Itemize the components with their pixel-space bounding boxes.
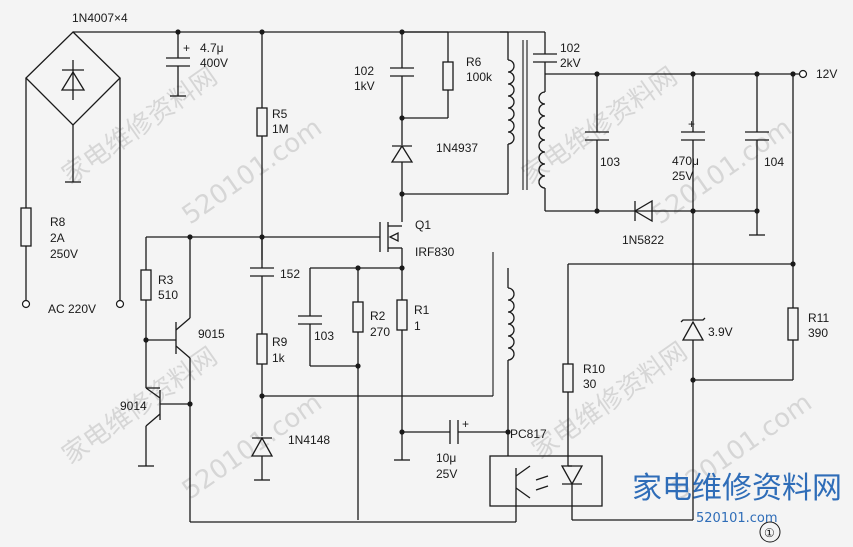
transformer-secondary: 102 2kV [500, 31, 800, 212]
q1-mosfet: Q1 IRF830 [259, 218, 455, 268]
output-12v: 12V [790, 67, 837, 308]
r6-label: R6 [466, 55, 482, 69]
r10-label: R10 [583, 362, 605, 376]
r8-label: R8 [50, 215, 66, 229]
c103a-label: 103 [600, 155, 620, 169]
r10-value: 30 [583, 377, 597, 391]
out12-label: 12V [816, 67, 837, 81]
transformer-primary [500, 31, 528, 194]
brand-text: 家电维修资料网 [632, 471, 842, 506]
watermark-cn-4: 家电维修资料网 [527, 337, 693, 466]
r5-label: R5 [272, 107, 288, 121]
bulk-cap-value: 4.7μ [200, 41, 224, 55]
r9-value: 1k [272, 351, 286, 365]
zener-diode: 3.9V [680, 317, 733, 520]
optocoupler: PC817 [489, 427, 693, 521]
r1-label: R1 [414, 303, 430, 317]
zener-label: 3.9V [708, 325, 733, 339]
r8-fuse-resistor: R8 2A 250V [20, 78, 78, 309]
q1-label: Q1 [415, 218, 431, 232]
transistor-protection: R3 510 9015 9014 [120, 234, 262, 522]
ac-input: AC 220V [48, 78, 125, 316]
bias-network: 152 R9 1k 1N4148 [250, 237, 330, 481]
r11-resistor: R11 390 [568, 261, 829, 381]
watermark-url-1: 520101.com [177, 113, 328, 231]
bridge-label: 1N4007×4 [72, 11, 128, 25]
pc817-label: PC817 [510, 427, 547, 441]
r8-current: 2A [50, 231, 65, 245]
c470-voltage: 25V [672, 169, 693, 183]
r8-voltage: 250V [50, 247, 78, 261]
r5-value: 1M [272, 122, 289, 136]
r10-resistor: R10 30 [562, 264, 605, 466]
c470-value: 470μ [672, 154, 699, 168]
bridge-rectifier: 1N4007×4 [25, 11, 128, 183]
c104-label: 104 [764, 155, 784, 169]
d1n4148-label: 1N4148 [288, 433, 330, 447]
r5-resistor: R5 1M [256, 29, 289, 260]
r1-value: 1 [414, 319, 421, 333]
figure-number: ① [764, 526, 775, 540]
r11-label: R11 [808, 311, 829, 325]
r3-label: R3 [158, 273, 174, 287]
c102b-value: 102 [560, 41, 580, 55]
c103b-label: 103 [314, 329, 334, 343]
d1n5822-label: 1N5822 [622, 233, 664, 247]
svg-text:+: + [462, 417, 469, 431]
c102b-voltage: 2kV [560, 56, 581, 70]
q9015-label: 9015 [198, 327, 225, 341]
c102a-voltage: 1kV [354, 79, 375, 93]
q1-part: IRF830 [415, 245, 455, 259]
q9014-label: 9014 [120, 399, 147, 413]
r2-value: 270 [370, 325, 390, 339]
r9-label: R9 [272, 335, 288, 349]
bulk-cap-voltage: 400V [200, 56, 228, 70]
watermark-cn-2: 家电维修资料网 [517, 62, 683, 191]
r11-value: 390 [808, 326, 828, 340]
c10-voltage: 25V [436, 467, 457, 481]
c152-label: 152 [280, 267, 300, 281]
c102a-value: 102 [354, 64, 374, 78]
bulk-capacitor: + 4.7μ 400V [166, 29, 228, 97]
ac-input-label: AC 220V [48, 302, 96, 316]
snubber: 102 1kV R6 100k 1N4937 [354, 29, 508, 222]
r3-value: 510 [158, 288, 178, 302]
c10-value: 10μ [436, 451, 456, 465]
aux-winding [262, 252, 515, 456]
source-network: R1 1 R2 270 103 + 10μ 25V [298, 265, 508, 520]
svg-text:+: + [183, 41, 190, 55]
brand-url: 520101.com [696, 511, 778, 526]
r6-value: 100k [466, 70, 493, 84]
d1n4937-label: 1N4937 [436, 141, 478, 155]
r2-label: R2 [370, 309, 386, 323]
svg-text:+: + [688, 117, 695, 131]
output-filter: 103 + 470μ 25V 104 1N5822 [585, 71, 784, 320]
brand-watermark: 家电维修资料网 520101.com ① [632, 471, 842, 543]
watermark-url-2: 520101.com [647, 113, 798, 231]
watermark-cn-1: 家电维修资料网 [57, 62, 223, 191]
